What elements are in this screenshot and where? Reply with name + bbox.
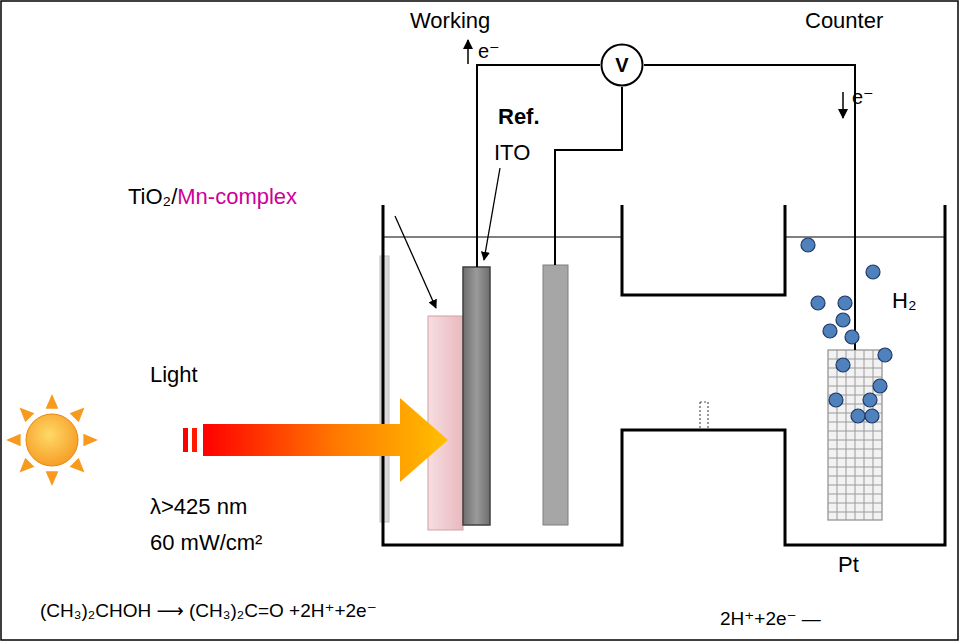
leader-line	[395, 216, 436, 308]
gas-bubble	[801, 238, 815, 252]
gas-bubble	[845, 330, 859, 344]
electrode-label: Counter	[805, 8, 883, 33]
cathode-reaction: 2H⁺+2e⁻ —	[720, 608, 821, 630]
ito-electrode	[463, 267, 490, 525]
tio2-film	[428, 316, 463, 530]
reference-electrode	[543, 265, 568, 525]
mesh-strand	[828, 449, 882, 450]
material-label: ITO	[494, 140, 530, 165]
working-wire	[477, 65, 600, 267]
counter-wire	[644, 65, 855, 350]
mesh-strand	[828, 512, 882, 513]
cell-bridge	[622, 205, 785, 295]
mesh-strand	[828, 503, 882, 504]
electron-arrow	[842, 92, 844, 118]
mesh-strand	[828, 440, 882, 441]
liquid-level	[383, 237, 622, 238]
electrode-label: Ref.	[498, 104, 540, 129]
sun-ray	[46, 471, 59, 486]
gas-bubble	[811, 296, 825, 310]
electrode-label: Working	[410, 8, 490, 33]
sun-ray	[70, 407, 85, 422]
gas-bubble	[873, 379, 887, 393]
liquid-level	[785, 237, 945, 238]
electron-arrow	[467, 40, 469, 64]
pt-mesh	[828, 350, 882, 520]
gas-bubble	[823, 324, 837, 338]
gas-bubble	[836, 358, 850, 372]
wavelength-label: λ>425 nm	[150, 494, 247, 519]
meter-symbol: V	[615, 54, 628, 77]
sun-ray	[70, 458, 85, 473]
anode-reaction: (CH₃)₂CHOH ⟶ (CH₃)₂C=O +2H⁺+2e⁻	[40, 600, 377, 622]
gas-bubble	[851, 409, 865, 423]
mesh-strand	[828, 494, 882, 495]
light-dash	[183, 428, 188, 452]
sun-disc	[26, 414, 78, 466]
mesh-strand	[828, 431, 882, 432]
membrane	[700, 402, 708, 428]
intensity-label: 60 mW/cm²	[150, 530, 262, 555]
hydrogen-bubbles	[801, 238, 892, 423]
mesh-strand	[828, 467, 882, 468]
sun-ray	[83, 434, 98, 447]
sun-ray	[6, 434, 21, 447]
electron-label: e⁻	[478, 40, 500, 63]
mesh-strand	[828, 359, 882, 360]
mesh-strand	[828, 485, 882, 486]
cell-vessel	[383, 205, 945, 545]
mesh-frame	[828, 350, 882, 520]
mesh-strand	[828, 377, 882, 378]
light-dash	[192, 428, 197, 452]
electron-label: e⁻	[852, 86, 874, 109]
sun-ray	[46, 394, 59, 409]
gas-bubble	[863, 393, 877, 407]
gas-bubble	[878, 348, 892, 362]
gas-bubble	[829, 393, 843, 407]
gas-label: H₂	[892, 288, 916, 313]
sun-ray	[19, 458, 34, 473]
reference-wire	[555, 87, 622, 265]
sun-icon	[6, 394, 98, 486]
light-label: Light	[150, 362, 198, 387]
leader-line	[484, 168, 500, 260]
mesh-strand	[828, 476, 882, 477]
voltmeter-circle: V	[600, 43, 644, 87]
gas-bubble	[866, 265, 880, 279]
sun-ray	[19, 407, 34, 422]
mesh-strand	[828, 458, 882, 459]
material-label: Mn-complex	[177, 184, 297, 209]
electrode-label: Pt	[838, 552, 859, 577]
gas-bubble	[838, 296, 852, 310]
gas-bubble	[865, 409, 879, 423]
light-arrow	[203, 398, 448, 482]
material-label: TiO₂/	[128, 184, 177, 209]
gas-bubble	[836, 313, 850, 327]
